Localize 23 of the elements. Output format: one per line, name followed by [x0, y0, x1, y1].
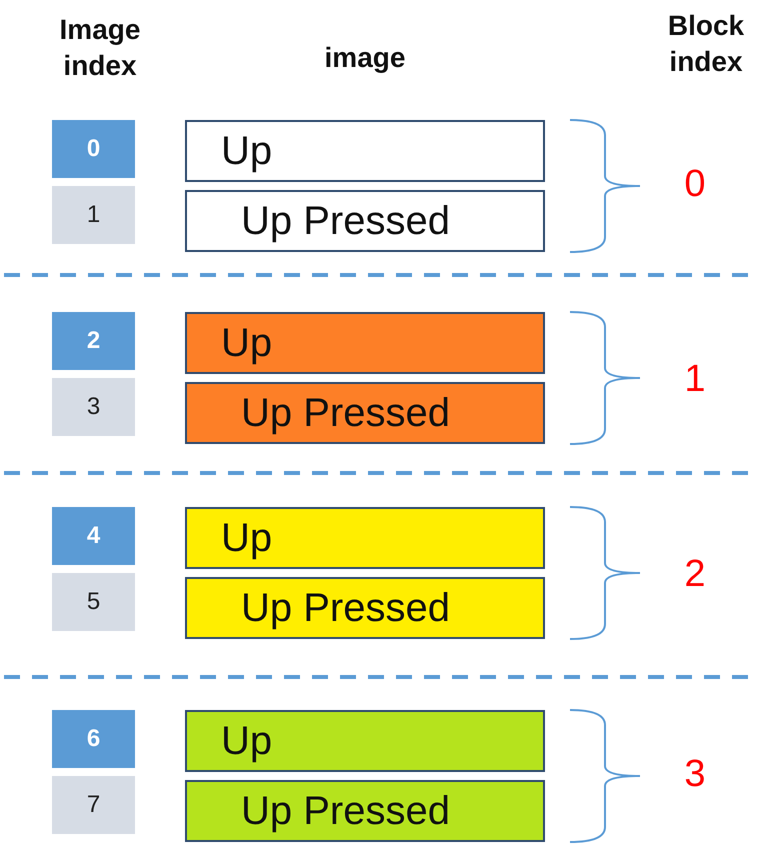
image-box: Up: [185, 507, 545, 569]
index-cell: 0: [52, 120, 135, 178]
index-cell: 7: [52, 776, 135, 834]
index-cell: 5: [52, 573, 135, 631]
image-box: Up Pressed: [185, 190, 545, 252]
index-cell: 2: [52, 312, 135, 370]
column-header: image: [324, 41, 406, 75]
image-box: Up: [185, 312, 545, 374]
index-cell: 3: [52, 378, 135, 436]
index-cell: 6: [52, 710, 135, 768]
image-box: Up Pressed: [185, 382, 545, 444]
block-index-number: 2: [683, 552, 707, 597]
column-header: Block index: [666, 9, 746, 80]
column-header: Image index: [58, 13, 142, 84]
index-cell: 1: [52, 186, 135, 244]
image-box: Up Pressed: [185, 577, 545, 639]
image-box: Up: [185, 120, 545, 182]
image-box: Up: [185, 710, 545, 772]
block-index-number: 0: [683, 162, 707, 207]
block-index-number: 1: [683, 357, 707, 402]
block-index-number: 3: [683, 752, 707, 797]
index-cell: 4: [52, 507, 135, 565]
image-box: Up Pressed: [185, 780, 545, 842]
